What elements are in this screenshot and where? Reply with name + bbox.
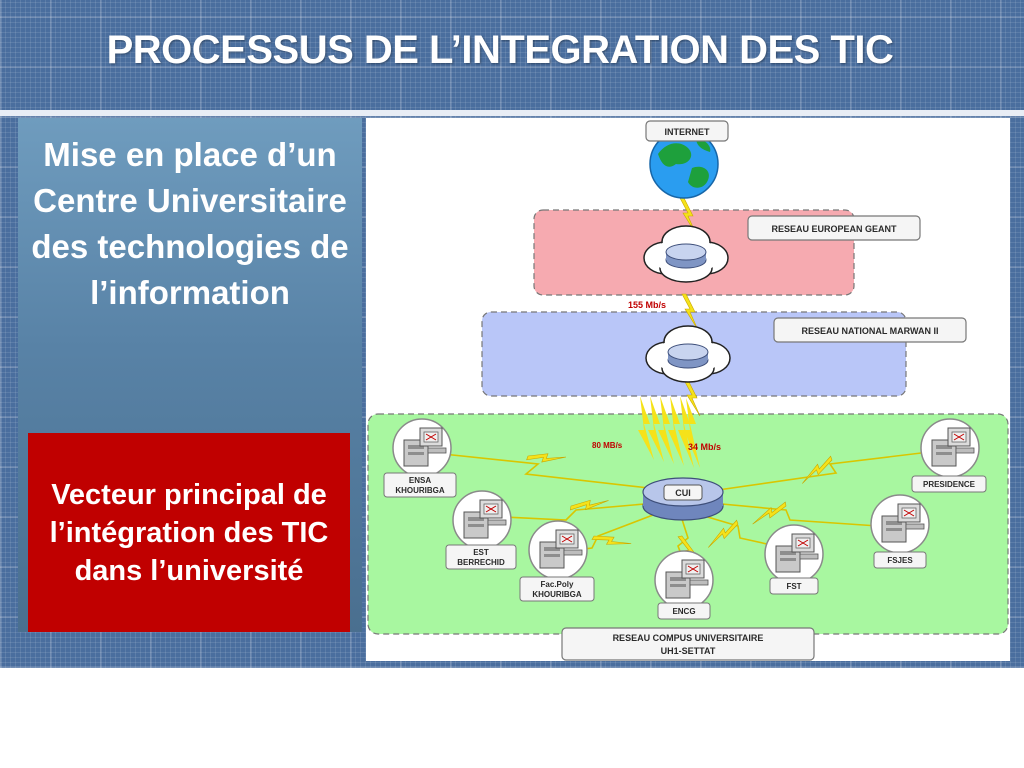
encg-computer-icon xyxy=(654,550,714,610)
site-encg: ENCG xyxy=(654,550,714,620)
site-fac-poly: Fac.Poly KHOURIBGA xyxy=(519,520,595,602)
est-computer-icon xyxy=(452,490,512,550)
geant-label: RESEAU EUROPEAN GEANT xyxy=(771,224,897,234)
campus-label-box: RESEAU COMPUS UNIVERSITAIRE UH1-SETTAT xyxy=(561,627,815,661)
site-fsjes: FSJES xyxy=(870,494,930,569)
svg-text:KHOURIBGA: KHOURIBGA xyxy=(532,590,582,599)
site-ensa: ENSA KHOURIBGA xyxy=(383,418,457,498)
fst-computer-icon xyxy=(764,524,824,584)
highlight-box: Vecteur principal de l’intégration des T… xyxy=(28,433,350,632)
fsjes-computer-icon xyxy=(870,494,930,554)
ensa-computer-icon xyxy=(392,418,452,478)
speed-155-label: 155 Mb/s xyxy=(628,300,666,310)
cui-router-icon: CUI xyxy=(642,477,724,521)
link-fst xyxy=(693,512,777,547)
site-presidence: PRESIDENCE xyxy=(911,418,987,493)
link-ensa xyxy=(423,451,650,489)
svg-text:Fac.Poly: Fac.Poly xyxy=(541,580,574,589)
svg-text:KHOURIBGA: KHOURIBGA xyxy=(395,486,445,495)
marwan-label-box: RESEAU NATIONAL MARWAN II xyxy=(773,317,967,343)
site-est: EST BERRECHID xyxy=(445,490,517,570)
internet-label: INTERNET xyxy=(665,127,711,137)
speed-34-label: 34 Mb/s xyxy=(688,442,721,452)
svg-text:EST: EST xyxy=(473,548,489,557)
link-est xyxy=(483,502,657,521)
link-fsjes xyxy=(710,502,879,527)
geant-label-box: RESEAU EUROPEAN GEANT xyxy=(747,215,921,241)
site-fst: FST xyxy=(764,524,824,595)
campus-label-line1: RESEAU COMPUS UNIVERSITAIRE xyxy=(613,633,764,643)
svg-text:ENCG: ENCG xyxy=(672,607,695,616)
svg-text:ENSA: ENSA xyxy=(409,476,431,485)
network-diagram: INTERNET RESEAU EUROPEAN GEANT 155 Mb/s … xyxy=(367,120,1009,661)
multi-link-bolts xyxy=(638,396,700,468)
slide-title: PROCESSUS DE L’INTEGRATION DES TIC xyxy=(106,28,894,72)
internet-globe-icon xyxy=(649,129,719,199)
campus-label-line2: UH1-SETTAT xyxy=(661,646,716,656)
link-presidence xyxy=(717,449,947,491)
svg-text:PRESIDENCE: PRESIDENCE xyxy=(923,480,976,489)
campus-links xyxy=(423,449,947,563)
internet-label-box: INTERNET xyxy=(645,120,729,142)
title-divider xyxy=(0,110,1024,116)
svg-text:FST: FST xyxy=(786,582,801,591)
svg-text:FSJES: FSJES xyxy=(887,556,913,565)
svg-text:BERRECHID: BERRECHID xyxy=(457,558,505,567)
cui-label: CUI xyxy=(675,488,691,498)
marwan-label: RESEAU NATIONAL MARWAN II xyxy=(801,326,938,336)
fac-computer-icon xyxy=(528,520,588,580)
left-panel-text: Mise en place d’un Centre Universitaire … xyxy=(31,136,349,311)
speed-80-label: 80 MB/s xyxy=(592,441,623,450)
highlight-text: Vecteur principal de l’intégration des T… xyxy=(49,478,329,587)
presidence-computer-icon xyxy=(920,418,980,478)
